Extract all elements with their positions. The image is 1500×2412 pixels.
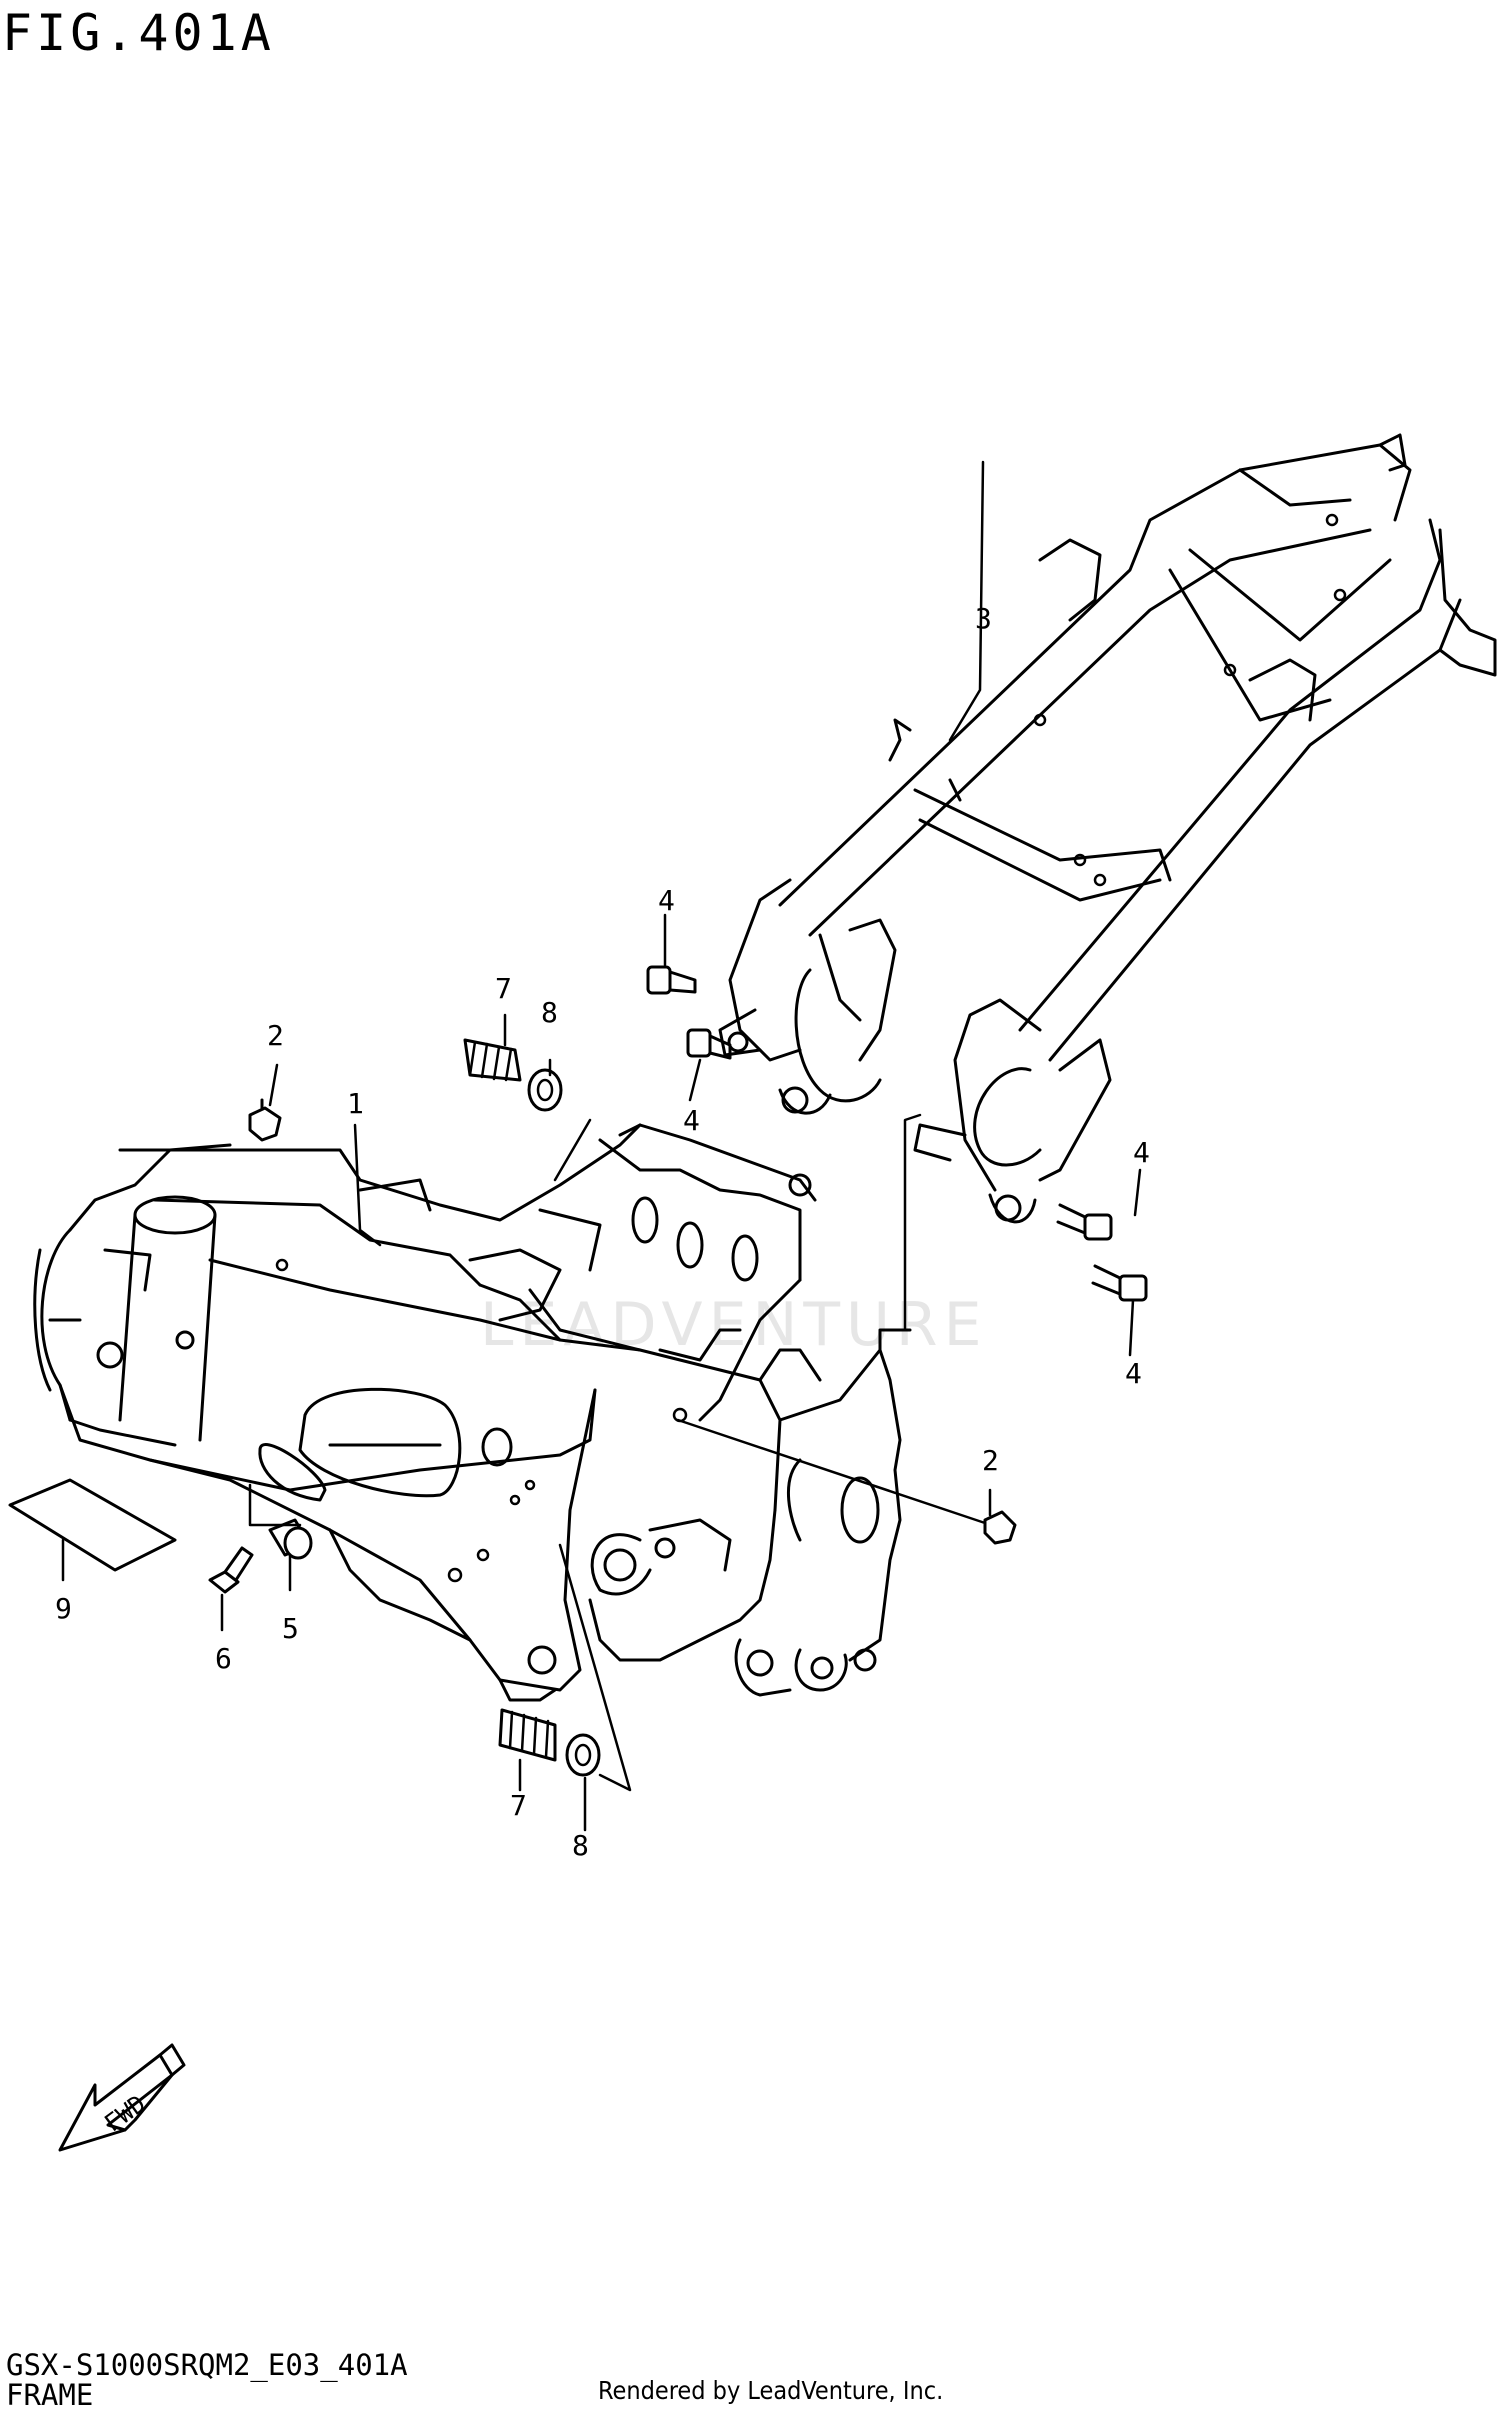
callout-4-right-top: 4 — [1133, 1136, 1150, 1169]
leader-lines — [61, 460, 1142, 1832]
figure-name: FRAME — [6, 2378, 94, 2412]
label-part-9[interactable] — [8, 1478, 177, 1572]
washer-part-8-top[interactable] — [527, 1068, 563, 1112]
callout-7-bottom: 7 — [510, 1789, 527, 1822]
bolt-part-4-b[interactable] — [686, 1028, 732, 1060]
main-frame-part-1[interactable] — [33, 1123, 912, 1702]
callout-4-top: 4 — [658, 884, 675, 917]
bolt-part-4-a[interactable] — [646, 965, 697, 995]
callout-1: 1 — [347, 1087, 364, 1120]
damper-part-7-top[interactable] — [463, 1038, 522, 1082]
callout-2-top: 2 — [267, 1019, 284, 1052]
callout-6: 6 — [215, 1642, 232, 1675]
callout-8-bottom: 8 — [572, 1829, 589, 1862]
watermark: LEADVENTURE — [480, 1290, 988, 1360]
damper-part-7-bottom[interactable] — [498, 1708, 557, 1762]
clip-part-2-a[interactable] — [248, 1098, 282, 1142]
callout-3: 3 — [975, 602, 992, 635]
bolt-part-6[interactable] — [208, 1546, 254, 1594]
render-credit: Rendered by LeadVenture, Inc. — [598, 2376, 944, 2405]
callout-7-top: 7 — [495, 972, 512, 1005]
figure-code: GSX-S1000SRQM2_E03_401A — [6, 2348, 408, 2382]
rear-subframe-part-3[interactable] — [718, 433, 1497, 1224]
fwd-arrow-icon: FWD — [58, 2043, 186, 2152]
collar-part-5[interactable] — [268, 1518, 313, 1560]
washer-part-8-bottom[interactable] — [565, 1733, 601, 1777]
bolt-part-4-c[interactable] — [1056, 1203, 1113, 1241]
figure-title: FIG.401A — [2, 4, 275, 62]
callout-2-right: 2 — [982, 1444, 999, 1477]
callout-labels: 1 2 2 3 4 4 4 4 5 6 7 7 8 8 9 — [55, 602, 1150, 1862]
callout-5: 5 — [282, 1612, 299, 1645]
callout-4-right-bottom: 4 — [1125, 1357, 1142, 1390]
callout-4-mid: 4 — [683, 1104, 700, 1137]
callout-9: 9 — [55, 1592, 72, 1625]
bolt-part-4-d[interactable] — [1091, 1264, 1148, 1302]
clip-part-2-b[interactable] — [983, 1510, 1017, 1545]
callout-8-top: 8 — [541, 996, 558, 1029]
